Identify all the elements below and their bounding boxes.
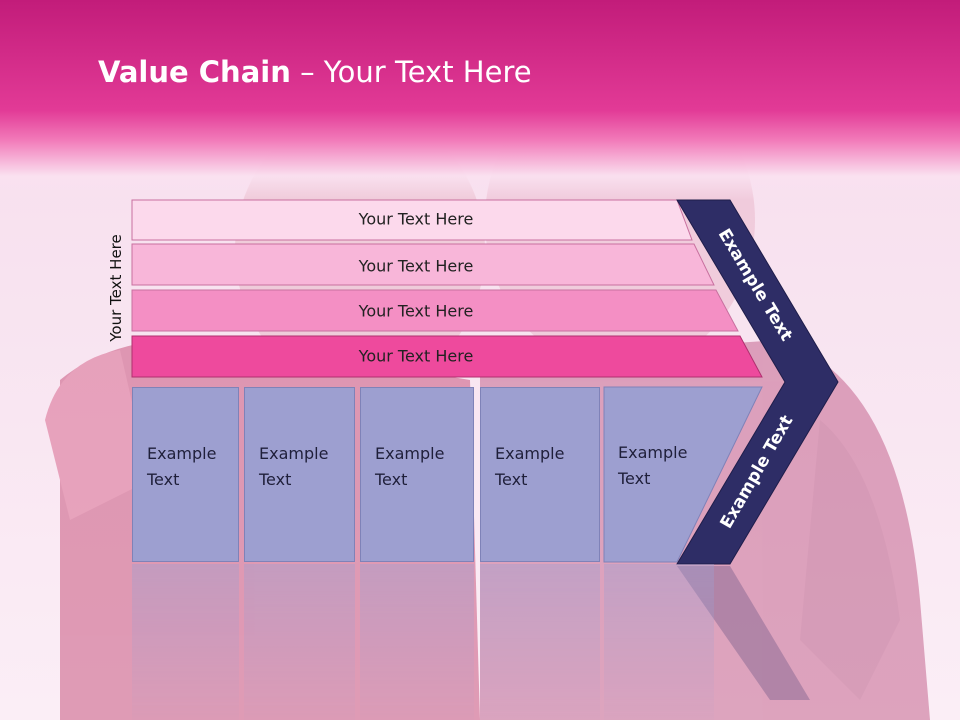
box-2-line1: Example xyxy=(259,444,329,463)
header-band xyxy=(0,0,960,200)
box-5-line1: Example xyxy=(618,443,688,462)
box-2-reflection xyxy=(244,564,355,720)
box-5-shape xyxy=(603,386,763,563)
box-4-reflection xyxy=(480,564,600,720)
box-3-line1: Example xyxy=(375,444,445,463)
chevron-arrow xyxy=(676,199,839,565)
bar-1 xyxy=(131,199,693,241)
chevron-reflection xyxy=(677,566,810,700)
box-3-line2: Text xyxy=(375,470,408,489)
title-bold: Value Chain xyxy=(98,55,291,89)
box-1-line2: Text xyxy=(147,470,180,489)
bar-label-2: Your Text Here xyxy=(358,256,474,276)
box-4-line2: Text xyxy=(495,470,528,489)
box-1-reflection xyxy=(132,564,239,720)
bar-4 xyxy=(131,335,763,378)
bar-label-1: Your Text Here xyxy=(358,209,474,229)
box-5-reflection xyxy=(604,564,714,720)
bar-3 xyxy=(131,289,739,332)
box-4-line1: Example xyxy=(495,444,565,463)
box-3-reflection xyxy=(360,564,474,720)
box-1-line1: Example xyxy=(147,444,217,463)
bar-label-4: Your Text Here xyxy=(358,346,474,366)
box-2-line2: Text xyxy=(259,470,292,489)
page-title: Value Chain – Your Text Here xyxy=(98,55,532,89)
bar-label-3: Your Text Here xyxy=(358,301,474,321)
bar-2 xyxy=(131,243,715,286)
title-rest: – Your Text Here xyxy=(290,55,532,89)
box-5-line2: Text xyxy=(618,469,651,488)
